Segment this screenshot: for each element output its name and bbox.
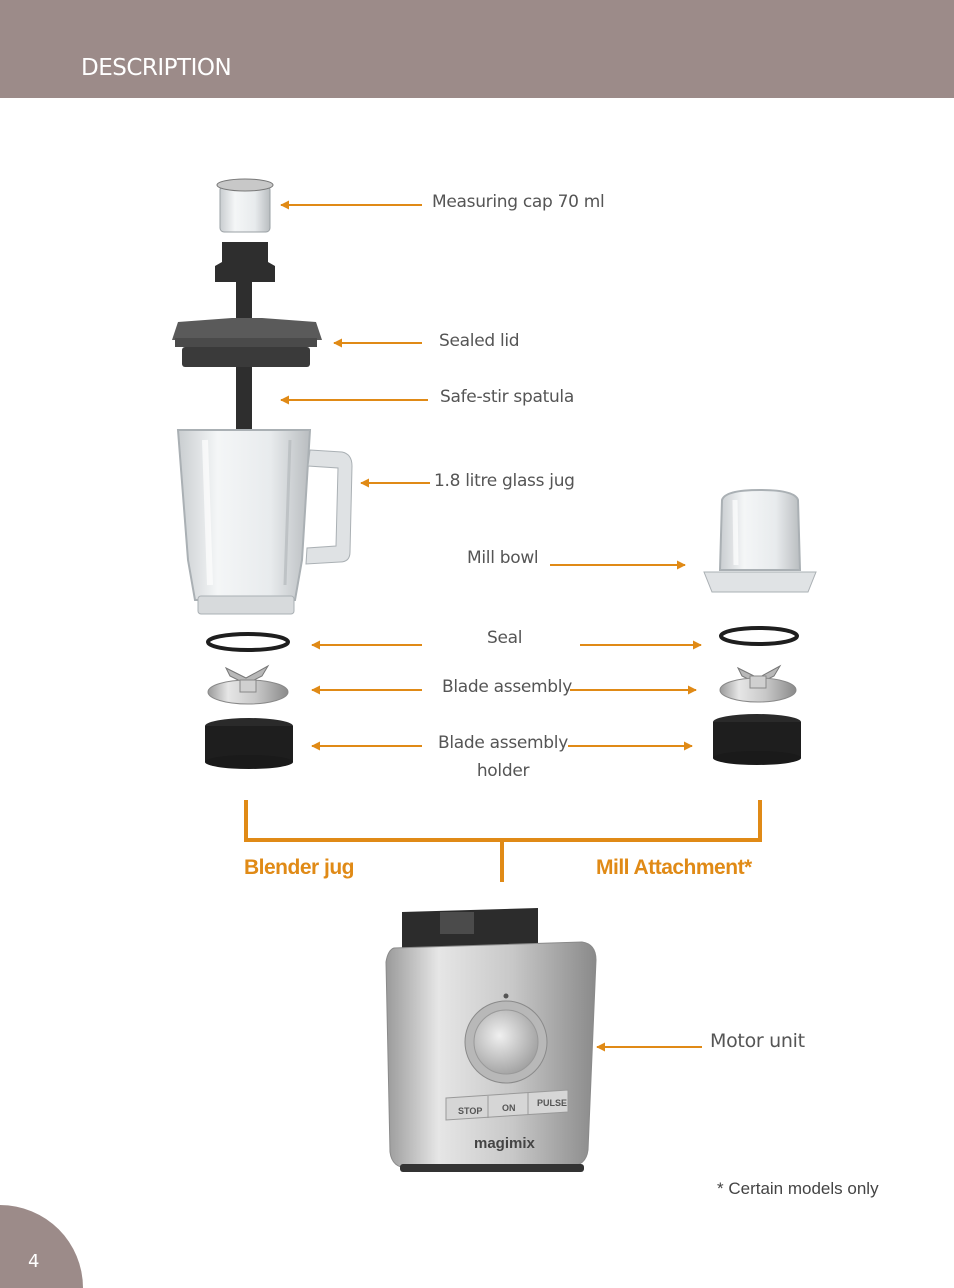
label-blade-holder: Blade assembly holder	[430, 733, 576, 781]
mill-holder-illustration	[713, 714, 801, 765]
section-blender-jug: Blender jug	[244, 856, 355, 879]
blender-holder-illustration	[205, 718, 293, 769]
brand-logo: magimix	[474, 1135, 536, 1152]
measuring-cap-illustration	[216, 178, 274, 233]
header-bar: DESCRIPTION	[0, 0, 954, 98]
mill-blade-illustration	[719, 664, 797, 703]
label-motor-unit: Motor unit	[710, 1030, 805, 1052]
sealed-lid-illustration	[172, 242, 322, 367]
label-jug: 1.8 litre glass jug	[434, 471, 575, 491]
section-mill-attachment: Mill Attachment*	[596, 856, 752, 879]
mill-seal-illustration	[719, 626, 799, 646]
mill-bowl-illustration	[703, 488, 817, 593]
blender-seal-illustration	[206, 632, 290, 652]
glass-jug-illustration	[176, 429, 353, 615]
label-blade-assembly: Blade assembly	[442, 677, 572, 697]
footnote: * Certain models only	[717, 1179, 879, 1198]
spatula-illustration	[236, 367, 252, 437]
on-button-label: ON	[502, 1103, 516, 1113]
callout-arrows	[280, 200, 702, 1052]
label-blade-holder-line1: Blade assembly	[438, 733, 568, 753]
label-mill-bowl: Mill bowl	[467, 548, 539, 568]
label-seal: Seal	[487, 628, 523, 648]
motor-unit-illustration	[385, 908, 597, 1172]
stop-button-label: STOP	[458, 1106, 482, 1116]
label-measuring-cap: Measuring cap 70 ml	[432, 192, 605, 212]
blender-blade-illustration	[207, 664, 289, 705]
assembly-bracket	[244, 800, 762, 882]
page-title: DESCRIPTION	[81, 55, 232, 81]
label-sealed-lid: Sealed lid	[439, 331, 520, 351]
label-blade-holder-line2: holder	[476, 761, 530, 781]
pulse-button-label: PULSE	[537, 1098, 567, 1108]
label-spatula: Safe-stir spatula	[440, 387, 574, 407]
page-number: 4	[28, 1251, 40, 1272]
